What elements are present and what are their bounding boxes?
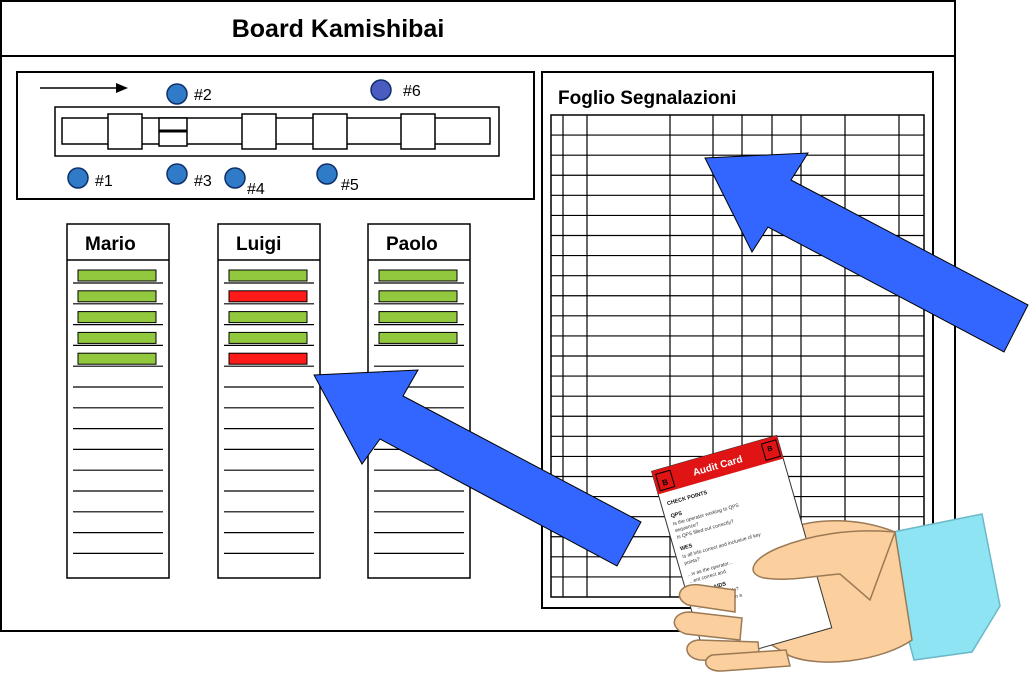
hand-finger (673, 611, 743, 641)
station-marker (166, 83, 188, 105)
kamishibai-card[interactable] (228, 290, 308, 303)
station-marker (370, 79, 392, 101)
report-sheet-title: Foglio Segnalazioni (558, 88, 736, 109)
station-label: #3 (194, 173, 212, 190)
kamishibai-card[interactable] (378, 311, 458, 324)
audit-card-header (651, 435, 784, 495)
kamishibai-card[interactable] (77, 290, 157, 303)
kamishibai-card[interactable] (378, 269, 458, 282)
hand-thumb (752, 530, 897, 602)
workstation-block (107, 113, 143, 150)
kamishibai-card[interactable] (378, 290, 458, 303)
kamishibai-card[interactable] (228, 331, 308, 344)
workstation-block (241, 113, 277, 150)
kamishibai-card[interactable] (77, 269, 157, 282)
kamishibai-card[interactable] (378, 331, 458, 344)
blue-arrow-to-sheet (704, 152, 1029, 353)
flow-arrow-head (116, 83, 128, 93)
production-line-panel: #1 #2 #3 #4 #5 #6 (16, 71, 535, 200)
operator-column-mario: Mario (66, 223, 170, 579)
board-title-bar (0, 0, 956, 57)
station-marker (224, 167, 246, 189)
kamishibai-card[interactable] (77, 311, 157, 324)
station-label: #6 (403, 83, 421, 100)
operator-column-luigi: Luigi (217, 223, 321, 579)
operator-name: Paolo (386, 234, 438, 255)
kamishibai-card[interactable] (228, 352, 308, 365)
hand-finger (678, 583, 736, 613)
station-label: #1 (95, 173, 113, 190)
workstation-block (400, 113, 436, 150)
svg-text:B: B (661, 477, 669, 487)
station-marker (166, 163, 188, 185)
board-title: Board Kamishibai (232, 15, 445, 43)
operator-name: Luigi (236, 234, 281, 255)
kamishibai-card[interactable] (228, 311, 308, 324)
audit-card-text: points? (684, 557, 701, 567)
svg-text:B: B (767, 445, 774, 453)
blue-arrow-to-board (313, 369, 642, 567)
station-label: #5 (341, 177, 359, 194)
hand-finger (704, 649, 791, 672)
kamishibai-card[interactable] (77, 331, 157, 344)
audit-card-heading: WES (679, 543, 693, 552)
station-marker (67, 167, 89, 189)
operator-name: Mario (85, 234, 136, 255)
audit-card-heading: QPS (670, 511, 683, 520)
kamishibai-card[interactable] (77, 352, 157, 365)
kamishibai-card[interactable] (228, 269, 308, 282)
station-label: #2 (194, 87, 212, 104)
station-label: #4 (247, 181, 265, 198)
station-marker (316, 163, 338, 185)
workstation-block (312, 113, 348, 150)
